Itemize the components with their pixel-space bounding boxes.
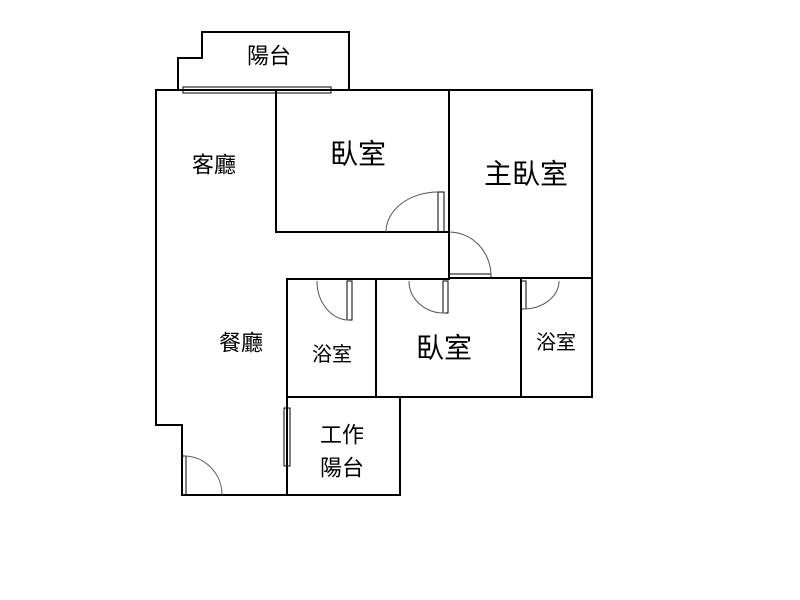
label-balcony: 陽台 xyxy=(247,45,291,70)
label-bedroom-1: 臥室 xyxy=(330,138,386,171)
label-work-balcony-line1: 工作 xyxy=(320,424,364,449)
door-bathroom-2 xyxy=(520,280,560,310)
label-bedroom-2: 臥室 xyxy=(416,332,472,365)
room-labels: 陽台 客廳 臥室 主臥室 餐廳 浴室 臥室 浴室 工作 陽台 xyxy=(192,45,576,482)
door-entry xyxy=(181,455,223,496)
doors xyxy=(181,191,560,496)
door-master-bedroom xyxy=(448,231,492,279)
label-dining-room: 餐廳 xyxy=(219,332,263,357)
outer-walls xyxy=(155,89,593,496)
door-bedroom-1 xyxy=(385,191,445,233)
door-bathroom-1 xyxy=(316,280,353,321)
label-master-bedroom: 主臥室 xyxy=(484,158,568,191)
door-work-balcony xyxy=(283,407,291,467)
label-work-balcony-line2: 陽台 xyxy=(320,457,364,482)
label-living-room: 客廳 xyxy=(192,154,236,179)
door-bedroom-2 xyxy=(408,280,449,314)
label-bathroom-1: 浴室 xyxy=(312,342,352,366)
label-bathroom-2: 浴室 xyxy=(536,330,576,354)
